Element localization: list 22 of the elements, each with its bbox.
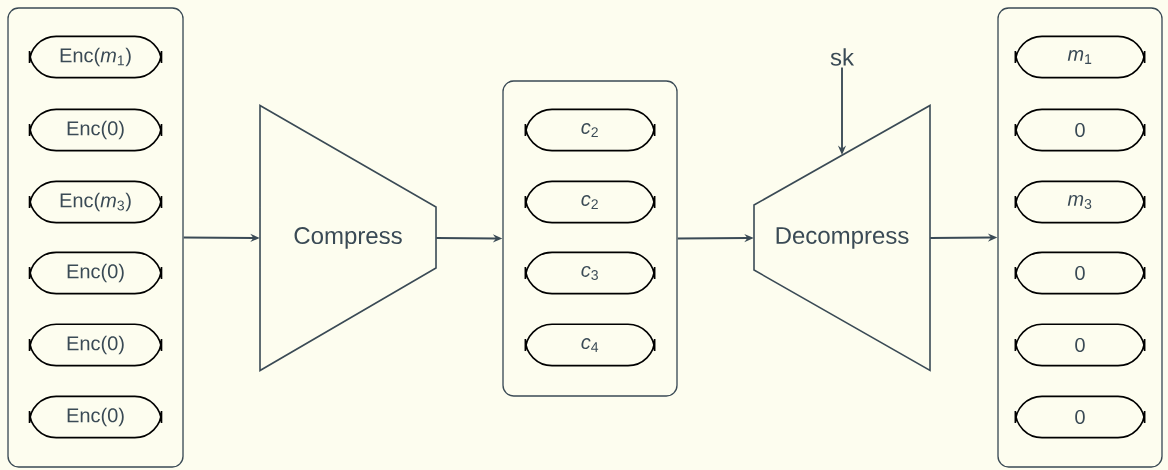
pill-box: 0 [1014,395,1146,439]
key-label: sk [830,48,855,66]
pill-box: m$_{1}$ [1014,35,1146,79]
pill-box: Enc(m$_{3}$) [28,180,163,224]
container-box [7,7,184,468]
pill-box: c$_{2}$ [524,108,656,152]
pill-box: Enc(m$_{1}$) [28,35,163,79]
trapezoid-block: Decompress [753,104,931,372]
pill-box: c$_{2}$ [524,180,656,224]
container-box [997,7,1163,468]
pill-box: 0 [1014,251,1146,295]
pill-box: 0 [1014,323,1146,367]
pill-box: Enc(0) [28,108,163,152]
pill-box: Enc(0) [28,395,163,439]
pill-box: Enc(0) [28,251,163,295]
pill-box: 0 [1014,108,1146,152]
container-box [502,80,678,397]
pill-box: m$_{3}$ [1014,180,1146,224]
pill-box: c$_{3}$ [524,251,656,295]
pill-box: c$_{4}$ [524,323,656,367]
pill-box: Enc(0) [28,323,163,367]
trapezoid-block: Compress [259,104,437,372]
